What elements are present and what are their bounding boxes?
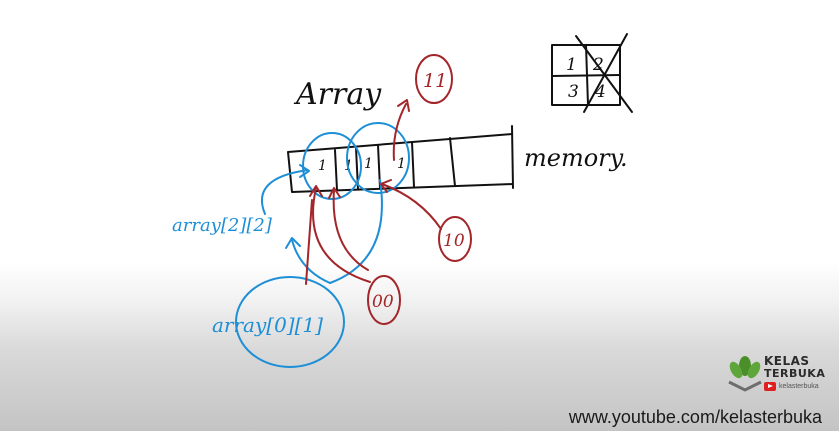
- memory-strip: 1 1 1 1: [287, 125, 514, 193]
- kelas-terbuka-logo: KELAS TERBUKA kelasterbuka: [727, 350, 825, 396]
- array-22-label: array[2][2]: [172, 215, 273, 236]
- circle-10-label: 10: [443, 231, 465, 251]
- cell-mark: 1: [397, 156, 406, 172]
- youtube-icon: [764, 382, 776, 391]
- cell-mark: 1: [364, 156, 373, 172]
- grid-cell: 3: [568, 82, 579, 102]
- array-label: Array: [293, 77, 382, 112]
- circle-11: [415, 54, 453, 104]
- grid-cell: 4: [594, 82, 606, 102]
- circle-array-01: [235, 276, 345, 368]
- cell-divider: [449, 137, 456, 187]
- circle-10: [438, 216, 472, 262]
- memory-label: memory.: [524, 144, 628, 172]
- red-annotations: 11 10 00: [305, 54, 472, 325]
- logo-sub: kelasterbuka: [779, 383, 819, 390]
- logo-line1: KELAS: [764, 354, 810, 368]
- circle-00: [367, 275, 401, 325]
- channel-url: www.youtube.com/kelasterbuka: [568, 407, 822, 427]
- plant-logo-icon: [728, 356, 762, 392]
- logo-line2: TERBUKA: [764, 367, 826, 380]
- circle-00-label: 00: [372, 292, 394, 312]
- cell-mark: 1: [318, 158, 327, 174]
- array-01-label: array[0][1]: [212, 313, 323, 337]
- cell-divider: [411, 141, 415, 188]
- blue-annotations: array[2][2] array[0][1]: [172, 122, 410, 368]
- circle-11-label: 11: [423, 70, 447, 92]
- grid-cell: 1: [566, 55, 577, 75]
- cell-divider: [334, 149, 338, 191]
- circle-cell-pair-right: [346, 122, 410, 194]
- crossed-out-grid: 1 2 3 4: [551, 33, 633, 113]
